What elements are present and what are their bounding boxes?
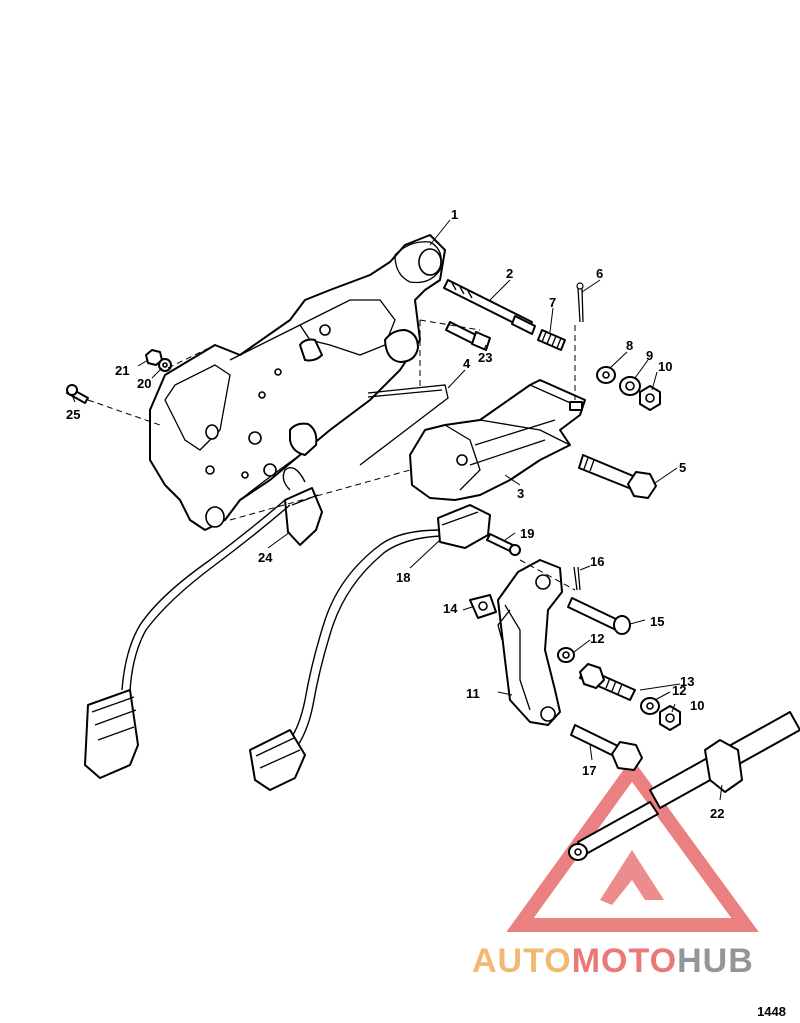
part-13-stud — [579, 663, 636, 701]
part-23-screw — [445, 321, 491, 351]
callout-12-upper: 12 — [590, 631, 604, 646]
part-18-sensor-with-harness — [249, 504, 491, 791]
callout-15: 15 — [650, 614, 664, 629]
part-9-washer — [619, 376, 641, 396]
callout-6: 6 — [596, 266, 603, 281]
callout-22: 22 — [710, 806, 724, 821]
callout-10-lower: 10 — [690, 698, 704, 713]
callout-20: 20 — [137, 376, 151, 391]
part-16-cotter-pin — [573, 566, 581, 591]
callout-7: 7 — [549, 295, 556, 310]
part-24-sensor-with-harness — [84, 467, 323, 779]
automotohub-watermark-text: AUTOMOTOHUB — [472, 942, 754, 980]
callout-2: 2 — [506, 266, 513, 281]
part-1-mounting-bracket — [149, 234, 446, 531]
part-7-spring — [537, 329, 566, 351]
part-14-retainer — [469, 594, 497, 619]
callout-24: 24 — [258, 550, 273, 565]
alignment-lines — [87, 319, 576, 591]
callout-5: 5 — [679, 460, 686, 475]
callout-8: 8 — [626, 338, 633, 353]
part-2-long-stud — [443, 279, 536, 335]
callout-21: 21 — [115, 363, 129, 378]
part-22-shift-rod — [568, 711, 800, 861]
callout-3: 3 — [517, 486, 524, 501]
part-10-nut-lower — [659, 705, 681, 731]
part-10-nut-upper — [639, 385, 661, 411]
callout-16: 16 — [590, 554, 604, 569]
part-11-bellcrank — [497, 559, 563, 726]
part-4-link-rod — [359, 384, 449, 466]
callout-13: 13 — [680, 674, 694, 689]
svg-text:AUTOMOTOHUB: AUTOMOTOHUB — [472, 942, 754, 980]
watermark-hub: HUB — [677, 942, 754, 980]
part-12-washer-lower — [640, 697, 660, 715]
part-25-screw — [66, 384, 89, 404]
callout-14: 14 — [443, 601, 458, 616]
callout-12-lower: 12 — [672, 683, 686, 698]
callout-18: 18 — [396, 570, 410, 585]
part-12-washer-upper — [557, 647, 575, 663]
callout-25: 25 — [66, 407, 80, 422]
automotohub-watermark-triangle — [506, 758, 759, 932]
part-8-washer — [596, 366, 616, 384]
callout-10-upper: 10 — [658, 359, 672, 374]
callout-17: 17 — [582, 763, 596, 778]
part-6-cotter-pin — [576, 282, 584, 323]
part-17-flange-bolt — [570, 724, 643, 771]
callout-19: 19 — [520, 526, 534, 541]
callout-11: 11 — [466, 686, 480, 701]
reference-number: 1448 — [757, 1004, 786, 1019]
part-19-screw — [486, 533, 521, 556]
callout-23: 23 — [478, 350, 492, 365]
callout-labels: 1 2 3 4 5 6 7 8 9 10 10 11 12 12 13 14 1… — [66, 207, 724, 821]
watermark-moto: MOTO — [572, 942, 677, 980]
callout-9: 9 — [646, 348, 653, 363]
leader-lines — [71, 219, 723, 801]
part-15-clevis-pin — [567, 597, 631, 635]
watermark-auto: AUTO — [472, 942, 572, 980]
callout-4: 4 — [463, 356, 471, 371]
part-5-flange-bolt — [578, 454, 657, 499]
part-3-lever-assembly — [409, 379, 586, 501]
callout-1: 1 — [451, 207, 458, 222]
